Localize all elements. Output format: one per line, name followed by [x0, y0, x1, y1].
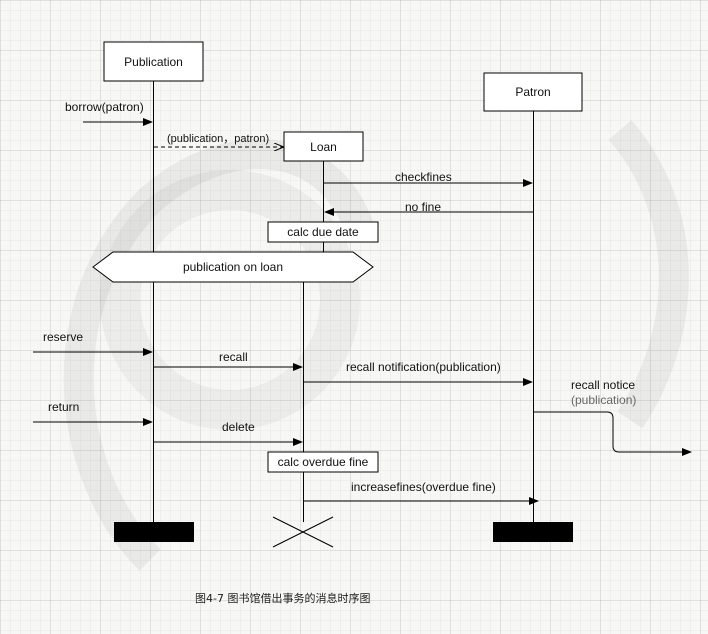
loan-participant-label: Loan	[310, 140, 337, 154]
return-message-label: return	[48, 400, 79, 414]
create-loan-message-label: (publication，patron)	[167, 133, 269, 145]
reserve-message-label: reserve	[43, 330, 83, 344]
patron-end-bar	[493, 522, 573, 542]
figure-caption: 图4-7 图书馆借出事务的消息时序图	[195, 592, 371, 605]
publication-on-loan-label: publication on loan	[183, 260, 283, 274]
calc-due-date-label: calc due date	[287, 225, 359, 239]
recall-message-label: recall	[219, 350, 248, 364]
recall-notice-message-arrow	[534, 411, 692, 456]
patron-participant-box	[483, 72, 583, 112]
checkfines-message-label: checkfines	[395, 170, 452, 184]
calc-overdue-fine-box	[267, 451, 379, 473]
publication-participant-label: Publication	[124, 55, 183, 69]
publication-end-bar	[114, 522, 194, 542]
recall-notice-label-line1: recall notice	[571, 378, 635, 392]
recall-notice-label-line2: (publication)	[571, 393, 636, 407]
publication-on-loan-state	[92, 251, 374, 283]
loan-destroy-x-icon	[272, 516, 334, 548]
borrow-message-label: borrow(patron)	[65, 100, 144, 114]
increasefines-message-label: increasefines(overdue fine)	[351, 480, 496, 494]
calc-overdue-fine-label: calc overdue fine	[278, 455, 369, 469]
recall-notification-message-label: recall notification(publication)	[346, 360, 501, 374]
background-decoration	[63, 120, 689, 571]
no-fine-message-label: no fine	[405, 200, 441, 214]
patron-participant-label: Patron	[515, 85, 550, 99]
delete-message-label: delete	[222, 420, 255, 434]
